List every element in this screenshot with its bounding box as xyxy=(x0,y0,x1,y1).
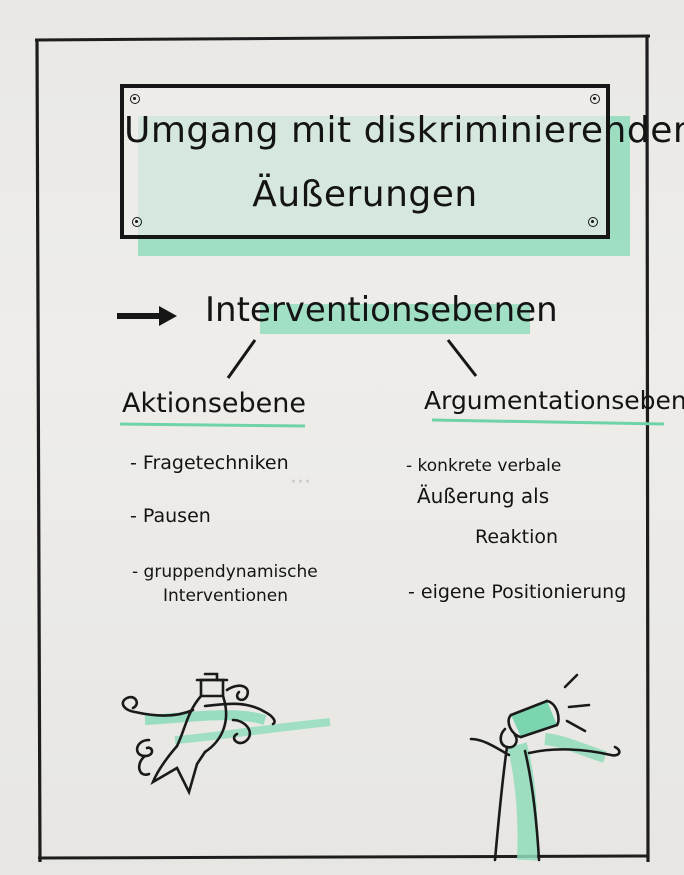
dancing-figure-icon xyxy=(121,672,331,796)
heading-highlight xyxy=(260,304,530,334)
megaphone-figure-icon xyxy=(469,673,621,862)
list-item: - Fragetechniken xyxy=(130,452,289,474)
screw-icon xyxy=(132,217,142,227)
argumentationsebene-title: Argumentationsebene xyxy=(424,386,684,415)
title-line-1: Umgang mit diskriminierenden xyxy=(124,110,684,151)
title-box: Umgang mit diskriminierenden Äußerungen xyxy=(120,84,684,239)
list-item: Reaktion xyxy=(475,526,559,548)
list-item: - konkrete verbale xyxy=(406,456,562,476)
aktionsebene-title: Aktionsebene xyxy=(122,388,306,419)
arrow-right-icon xyxy=(117,306,177,326)
screw-icon xyxy=(588,217,598,227)
list-item: Äußerung als xyxy=(417,484,550,508)
title-line-2: Äußerungen xyxy=(252,174,478,215)
interventionsebenen-heading: Interventionsebenen xyxy=(205,290,558,330)
list-item: - gruppendynamische xyxy=(132,562,318,582)
list-item: - Pausen xyxy=(130,505,211,527)
list-item: - eigene Positionierung xyxy=(408,581,627,603)
screw-icon xyxy=(590,94,600,104)
screw-icon xyxy=(130,94,140,104)
list-item: Interventionen xyxy=(163,586,288,606)
